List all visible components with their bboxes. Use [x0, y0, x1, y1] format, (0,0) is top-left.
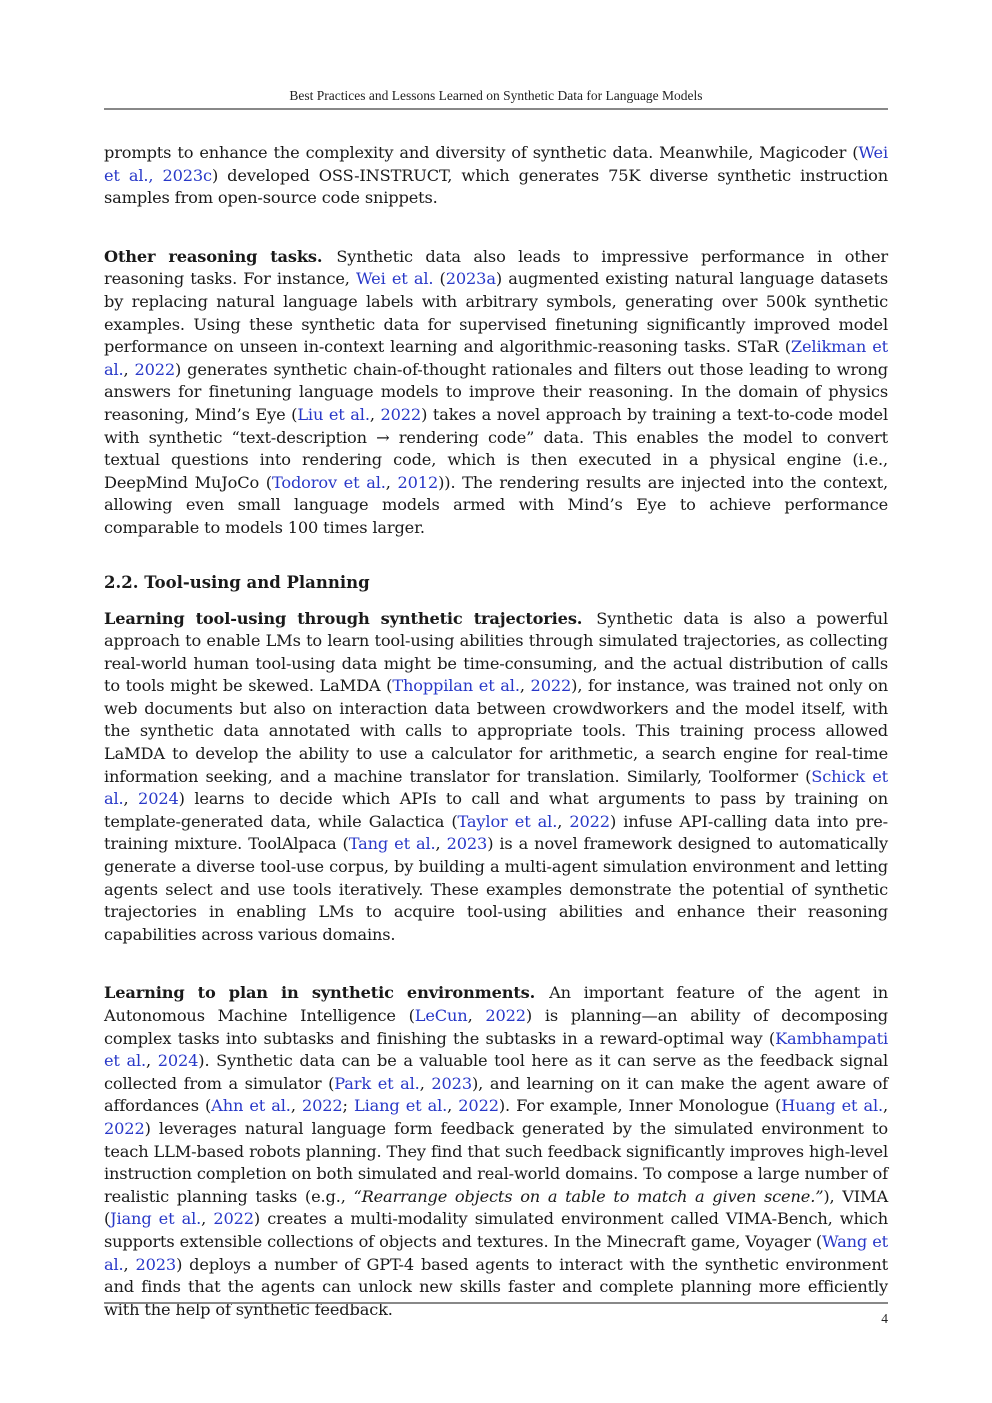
citation-link[interactable]: 2022 — [485, 1006, 526, 1025]
paragraph-other-reasoning: Other reasoning tasks.Synthetic data als… — [104, 246, 889, 537]
header-rule — [104, 108, 888, 110]
example-quote: “Rearrange objects on a table to match a… — [353, 1186, 824, 1206]
citation-link[interactable]: Wei et al., 2023c — [104, 143, 888, 185]
citation-link[interactable]: 2022 — [104, 1118, 145, 1138]
citation-link[interactable]: 2023 — [431, 1073, 472, 1093]
citation-link[interactable]: 2022 — [380, 404, 422, 424]
paragraph-code-continuation: prompts to enhance the complexity and di… — [104, 143, 888, 208]
footer-rule — [104, 1302, 888, 1304]
citation-link[interactable]: Huang et al. — [781, 1096, 884, 1116]
citation-link[interactable]: Schick et al. — [104, 766, 889, 809]
citation-link[interactable]: Jiang et al. — [110, 1209, 202, 1229]
citation-link[interactable]: Liang et al. — [353, 1096, 448, 1116]
section-heading: 2.2. Tool-using and Planning — [104, 572, 370, 592]
runin-heading: Learning to plan in synthetic environmen… — [104, 983, 536, 1003]
citation-link[interactable]: 2022 — [569, 811, 610, 831]
citation-link[interactable]: 2022 — [458, 1096, 499, 1116]
running-header: Best Practices and Lessons Learned on Sy… — [289, 88, 703, 103]
citation-link[interactable]: 2024 — [157, 1051, 199, 1071]
citation-link[interactable]: 2024 — [138, 789, 179, 809]
citation-link[interactable]: 2022 — [301, 1096, 343, 1116]
citation-link[interactable]: Ahn et al. — [211, 1096, 291, 1116]
citation-link[interactable]: LeCun — [414, 1006, 468, 1025]
citation-link[interactable]: 2023 — [446, 834, 488, 854]
citation-link[interactable]: Tang et al. — [348, 834, 436, 854]
citation-link[interactable]: Zelikman et al. — [104, 337, 888, 379]
citation-link[interactable]: Wei et al. — [356, 269, 434, 289]
citation-link[interactable]: Todorov et al. — [271, 472, 386, 492]
runin-heading: Other reasoning tasks. — [104, 246, 323, 266]
citation-link[interactable]: Kambhampati et al. — [104, 1028, 888, 1071]
paragraph-planning: Learning to plan in synthetic environmen… — [104, 983, 889, 1319]
citation-link[interactable]: 2012 — [397, 472, 439, 492]
page-number: 4 — [881, 1311, 888, 1326]
citation-link[interactable]: Park et al. — [334, 1073, 420, 1093]
citation-link[interactable]: 2023a — [445, 269, 496, 289]
page-body: prompts to enhance the complexity and di… — [104, 142, 888, 1321]
citation-link[interactable]: 2022 — [134, 359, 176, 379]
citation-link[interactable]: Taylor et al. — [457, 811, 558, 831]
citation-link[interactable]: Thoppilan et al. — [392, 676, 520, 696]
citation-link[interactable]: 2023 — [135, 1254, 177, 1274]
runin-heading: Learning tool-using through synthetic tr… — [104, 608, 583, 628]
citation-link[interactable]: 2022 — [213, 1209, 254, 1229]
citation-link[interactable]: 2022 — [530, 676, 572, 696]
citation-link[interactable]: Wang et al. — [104, 1231, 888, 1274]
paragraph-tool-using: Learning tool-using through synthetic tr… — [104, 608, 889, 944]
citation-link[interactable]: Liu et al. — [297, 404, 370, 424]
